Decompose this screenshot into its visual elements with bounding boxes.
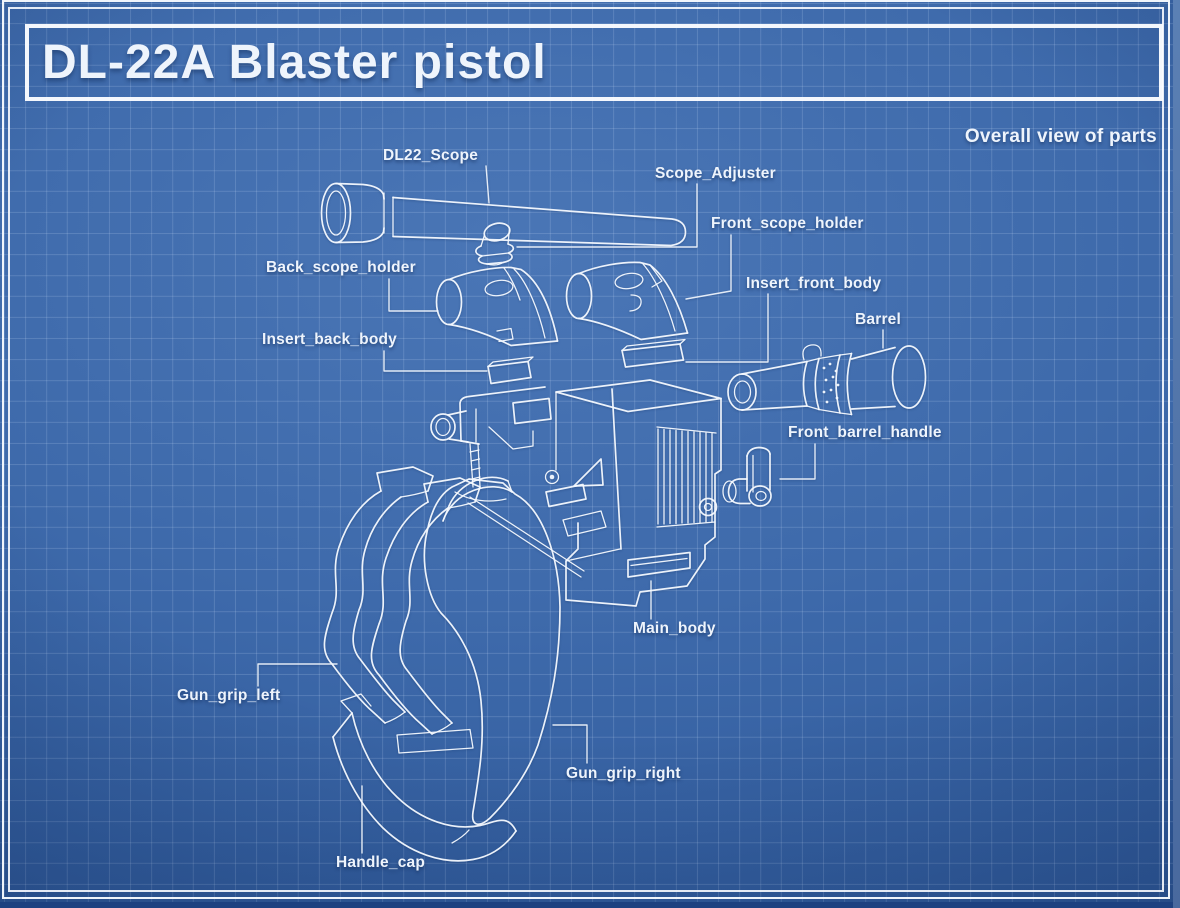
part-label-gun-grip-right: Gun_grip_right [566,765,681,782]
part-label-insert-front-body: Insert_front_body [746,275,882,292]
part-label-dl22-scope: DL22_Scope [383,147,479,164]
part-label-scope-adjuster: Scope_Adjuster [655,165,776,182]
part-label-back-scope-holder: Back_scope_holder [266,259,416,276]
front-barrel-handle-drawing [723,448,771,507]
part-label-insert-back-body: Insert_back_body [262,331,398,348]
page-edge-highlight [1173,0,1180,908]
caption-overall-view: Overall view of parts [964,126,1157,147]
part-label-handle-cap: Handle_cap [336,854,426,871]
gun-grip-left-drawing [324,467,433,723]
gun-grip-middle-drawing [370,477,481,735]
insert-front-body-drawing [622,340,685,368]
part-label-barrel: Barrel [855,311,902,328]
handle-cap-drawing [333,694,516,861]
page-title: DL-22A Blaster pistol [42,36,547,89]
scope-adjuster-drawing [476,221,513,265]
scope-drawing [322,184,686,246]
back-scope-holder-drawing [437,267,558,345]
barrel-drawing [728,345,926,415]
part-label-main-body: Main_body [633,620,716,637]
leader-lines [258,166,883,853]
part-label-front-scope-holder: Front_scope_holder [711,215,864,232]
gun-grip-right-drawing [397,479,584,824]
part-label-gun-grip-left: Gun_grip_left [177,687,281,704]
part-label-front-barrel-handle: Front_barrel_handle [788,424,942,441]
title-box: DL-22A Blaster pistol [25,24,1163,101]
insert-back-body-drawing [488,357,533,384]
front-scope-holder-drawing [567,262,688,339]
main-body-drawing [431,380,721,606]
